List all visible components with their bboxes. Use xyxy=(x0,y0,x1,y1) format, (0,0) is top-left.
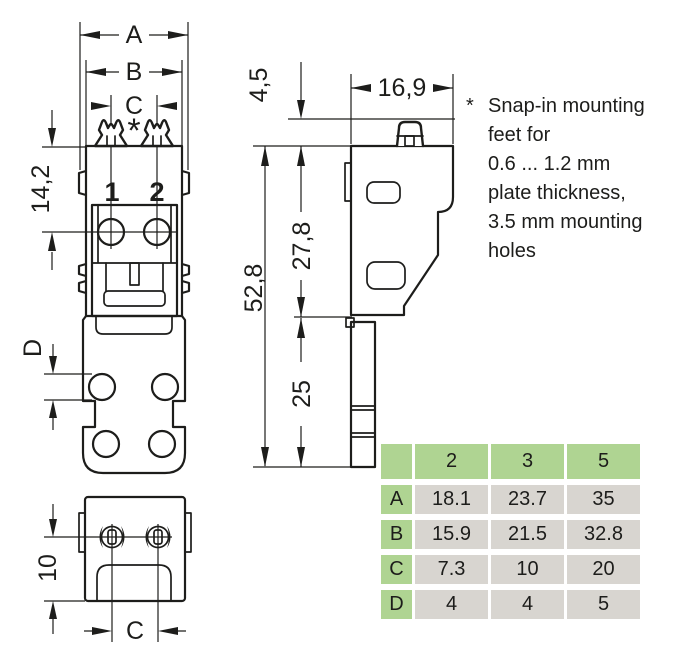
bottom-outline xyxy=(83,495,187,603)
footnote-text: Snap-in mounting feet for 0.6 ... 1.2 mm… xyxy=(488,92,645,266)
table-row-label-D: D xyxy=(381,590,412,619)
dim-label-52-8: 52,8 xyxy=(240,264,268,313)
dimension-25: 25 xyxy=(288,318,316,467)
dimension-16-9: 16,9 xyxy=(351,74,453,102)
dimension-4-5: 4,5 xyxy=(245,62,305,119)
front-view-extension-lines xyxy=(42,22,189,401)
table-cell-C-3: 10 xyxy=(491,555,564,584)
snap-in-foot-side xyxy=(395,120,425,148)
table-cell-A-2: 18.1 xyxy=(415,485,488,514)
snap-in-foot-bottom-left xyxy=(99,525,125,549)
footnote-line: feet for xyxy=(488,124,551,146)
connector-frame xyxy=(90,203,179,318)
mounting-hole xyxy=(150,372,180,402)
dimension-B: B xyxy=(86,58,182,86)
dimension-14-2: 14,2 xyxy=(27,110,56,270)
dim-label-c-bottom: C xyxy=(126,617,144,645)
table-cell-A-3: 23.7 xyxy=(491,485,564,514)
hood-tab xyxy=(95,315,173,335)
dimension-10: 10 xyxy=(34,504,62,634)
bottom-tab-right xyxy=(184,512,192,553)
dimension-C-bottom: C xyxy=(84,617,186,645)
side-tab-right-lower xyxy=(180,262,191,295)
side-slot-upper xyxy=(366,181,401,204)
footnote-line: plate thickness, xyxy=(488,182,626,204)
footnote: * Snap-in mounting feet for 0.6 ... 1.2 … xyxy=(466,92,681,266)
pole-number-2: 2 xyxy=(149,177,164,207)
footnote-line: holes xyxy=(488,240,536,262)
snap-in-foot-bottom-right xyxy=(145,525,171,549)
bottom-body xyxy=(78,495,192,603)
mounting-hole xyxy=(91,429,121,459)
table-cell-D-3: 4 xyxy=(491,590,564,619)
side-slot-lower xyxy=(366,261,406,290)
dim-label-25: 25 xyxy=(288,380,316,408)
table-cell-D-5: 5 xyxy=(567,590,640,619)
table-header-poles-3: 3 xyxy=(491,444,564,479)
footnote-marker: * xyxy=(466,95,474,117)
dim-label-27-8: 27,8 xyxy=(288,222,316,271)
dim-label-14-2: 14,2 xyxy=(27,165,55,214)
strip-top-notch xyxy=(345,317,355,328)
front-view: A B C 14,2 D xyxy=(19,21,191,475)
table-corner-cell xyxy=(381,444,412,479)
table-row-label-B: B xyxy=(381,520,412,549)
bottom-view: 10 C xyxy=(34,495,192,645)
table-cell-B-2: 15.9 xyxy=(415,520,488,549)
table-cell-B-5: 32.8 xyxy=(567,520,640,549)
bottom-tab-left xyxy=(78,512,86,553)
bottom-hood xyxy=(96,564,172,602)
terminal-hole-2 xyxy=(142,217,172,247)
footnote-marker-front: * xyxy=(127,112,140,150)
table-cell-C-5: 20 xyxy=(567,555,640,584)
dim-label-4-5: 4,5 xyxy=(245,68,273,103)
dimension-table: 2 3 5 A 18.1 23.7 35 B 15.9 21.5 32.8 C … xyxy=(381,444,640,619)
table-cell-D-2: 4 xyxy=(415,590,488,619)
side-view-reference-lines xyxy=(253,74,455,468)
side-view: 4,5 16,9 52,8 27,8 25 xyxy=(240,62,455,469)
dimension-D: D xyxy=(19,339,57,430)
dim-label-d: D xyxy=(19,339,47,357)
plate-edge-strip xyxy=(349,320,377,469)
latch-bar xyxy=(103,290,166,307)
table-header-poles-2: 2 xyxy=(415,444,488,479)
foot-notch xyxy=(404,135,415,147)
dim-label-10: 10 xyxy=(34,554,62,582)
dimension-27-8: 27,8 xyxy=(288,146,316,317)
side-body-outline xyxy=(349,144,455,317)
mounting-hole xyxy=(147,429,177,459)
side-tab-right-upper xyxy=(180,169,191,197)
dimension-52-8: 52,8 xyxy=(240,146,269,467)
table-cell-B-3: 21.5 xyxy=(491,520,564,549)
terminal-hole-1 xyxy=(96,217,126,247)
table-row-label-C: C xyxy=(381,555,412,584)
snap-in-foot-right xyxy=(139,119,175,148)
table-cell-C-2: 7.3 xyxy=(415,555,488,584)
side-tab-left-upper xyxy=(77,169,88,197)
dim-label-b: B xyxy=(126,58,143,86)
table-header-poles-5: 5 xyxy=(567,444,640,479)
footnote-line: 3.5 mm mounting xyxy=(488,211,643,233)
dim-label-a: A xyxy=(126,21,143,49)
latch-post xyxy=(129,262,140,286)
snap-in-foot-left xyxy=(93,119,129,148)
footnote-line: Snap-in mounting xyxy=(488,95,645,117)
pole-number-1: 1 xyxy=(104,177,119,207)
side-tab-left-lower xyxy=(77,262,88,295)
table-cell-A-5: 35 xyxy=(567,485,640,514)
side-profile xyxy=(344,120,455,469)
table-row-label-A: A xyxy=(381,485,412,514)
front-latch-edge xyxy=(344,162,352,202)
dim-label-16-9: 16,9 xyxy=(378,74,427,102)
mounting-hole xyxy=(87,372,117,402)
footnote-line: 0.6 ... 1.2 mm xyxy=(488,153,611,175)
dimension-C-top: C xyxy=(91,92,177,120)
dim-label-c-top: C xyxy=(125,92,143,120)
mounting-plate xyxy=(81,314,187,475)
dimension-A: A xyxy=(80,21,188,49)
front-body xyxy=(77,119,191,475)
